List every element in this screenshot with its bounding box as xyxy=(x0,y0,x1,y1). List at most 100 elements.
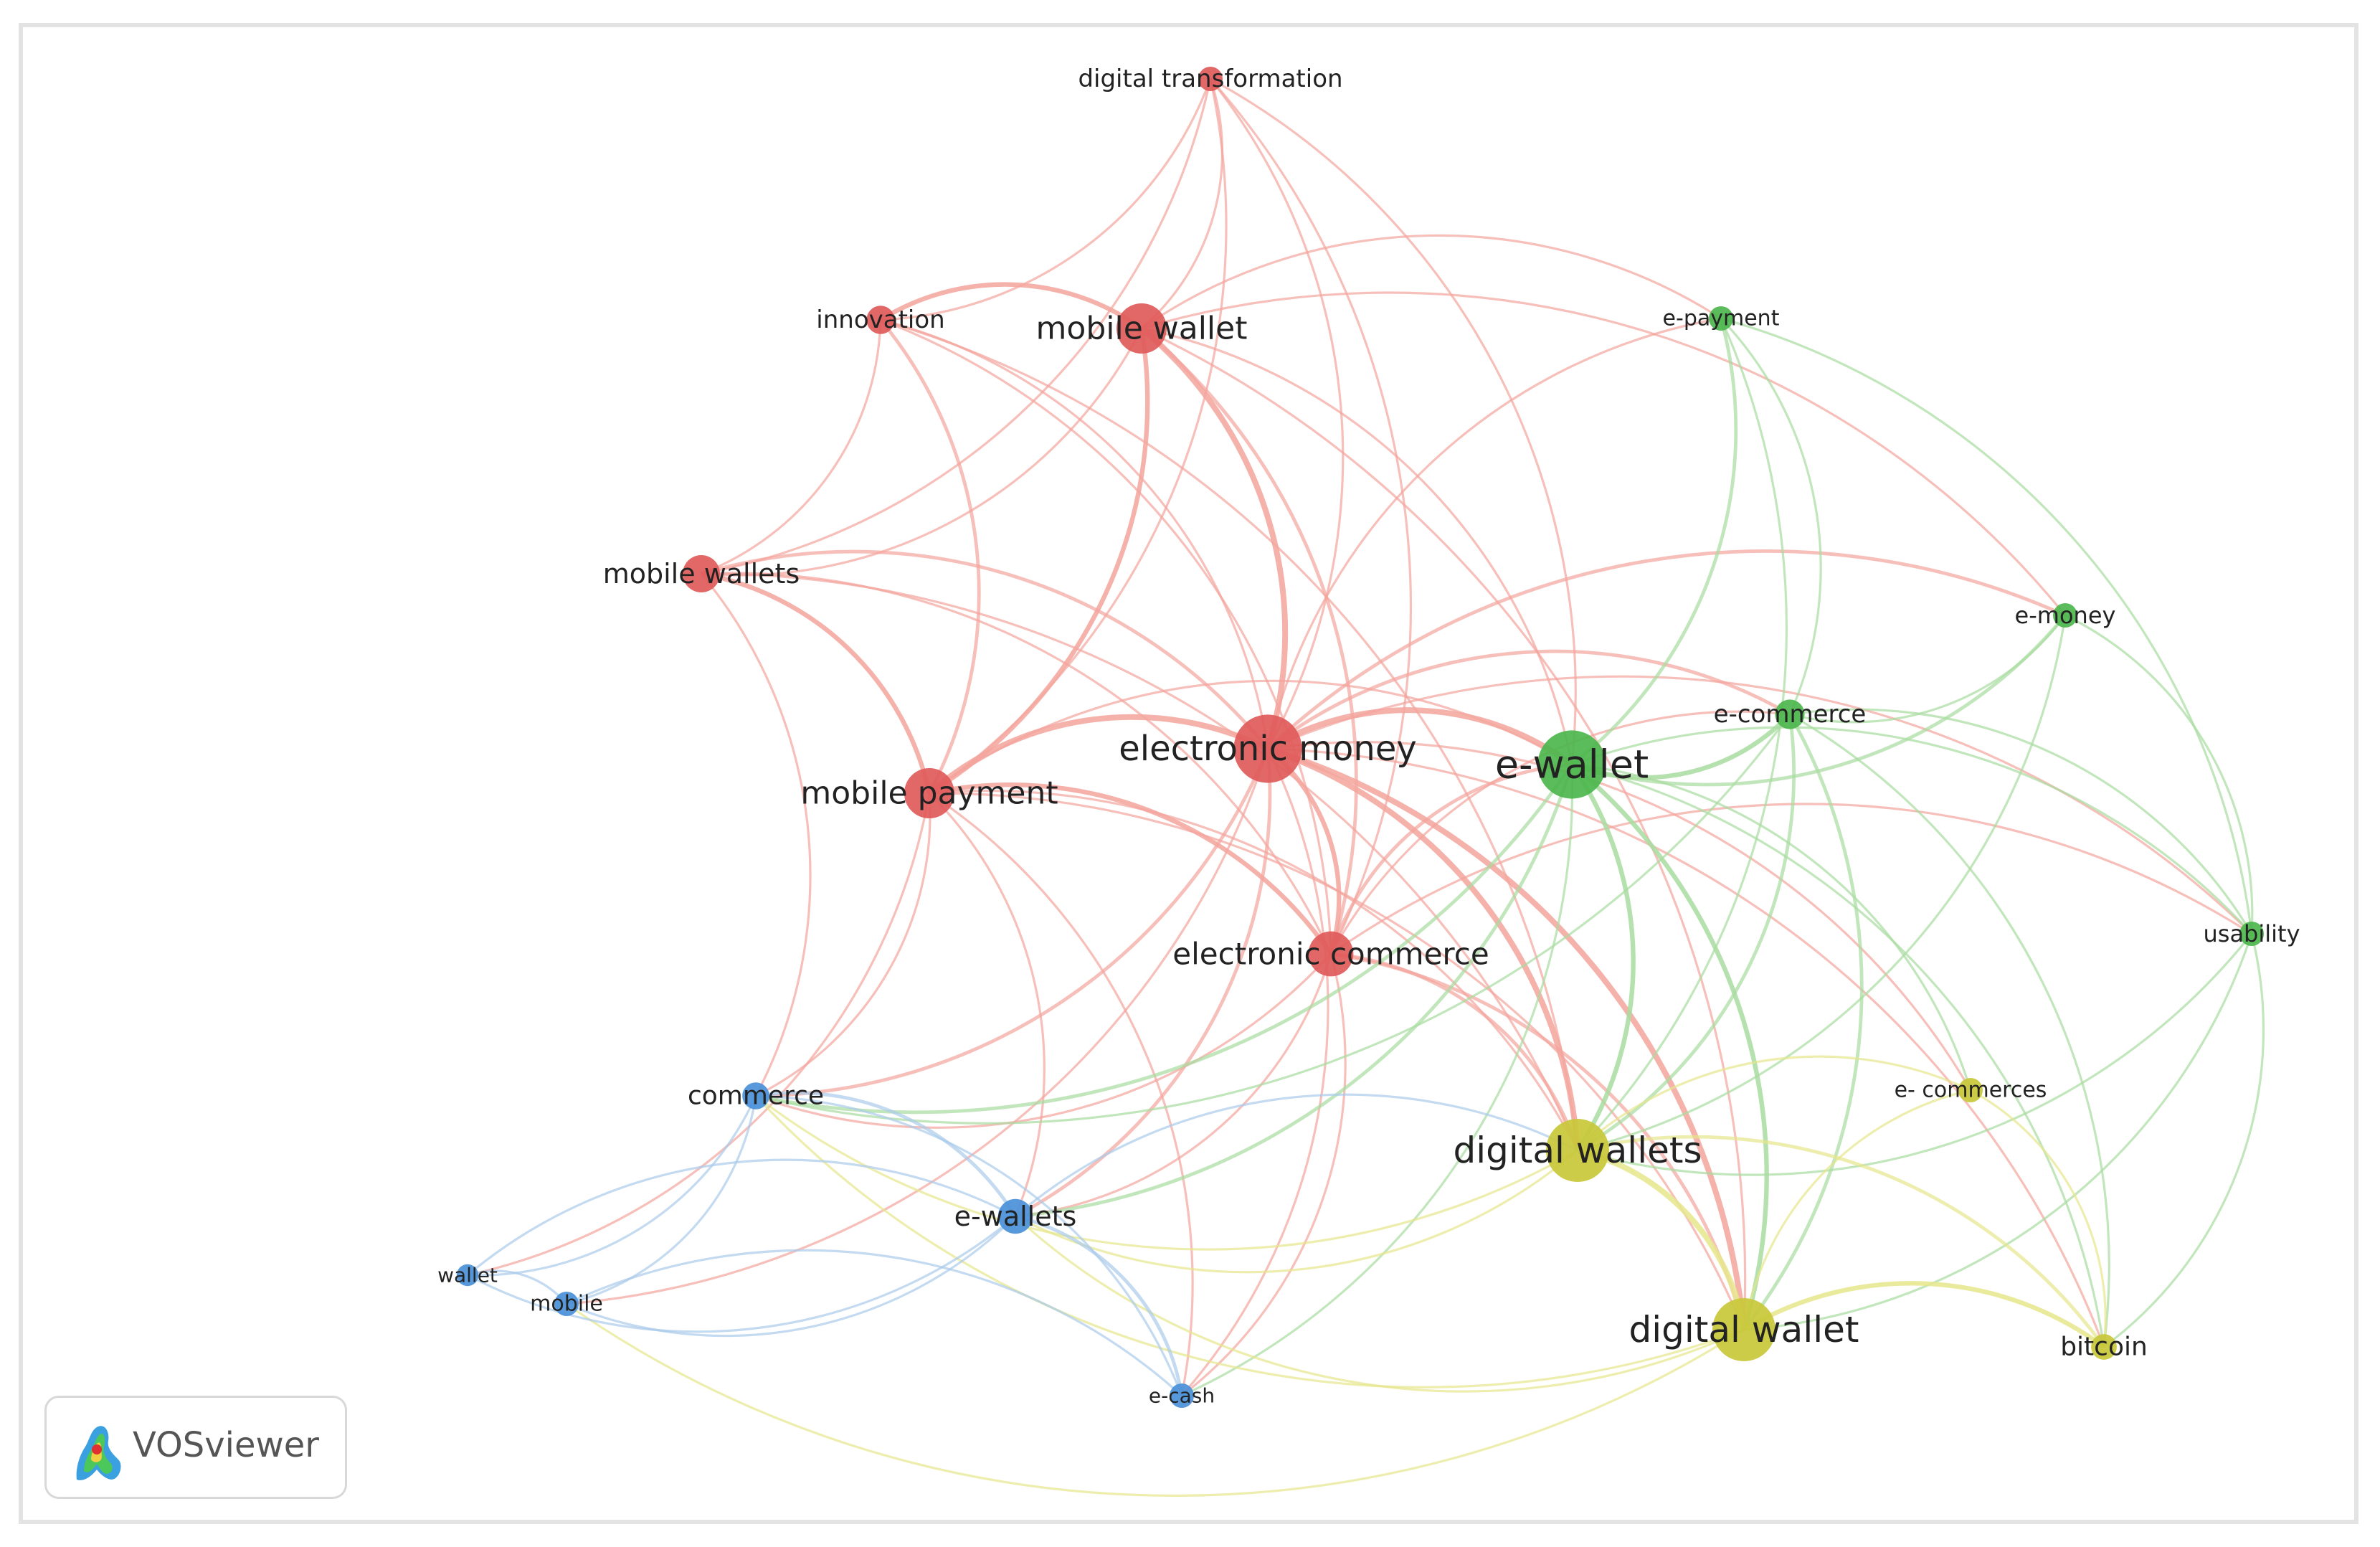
link-mobile_payment-e_cash xyxy=(929,792,1194,1396)
node-innovation[interactable] xyxy=(866,306,895,334)
link-mobile_wallet-e_wallet xyxy=(1141,327,1573,765)
link-wallet-mobile xyxy=(467,1269,568,1305)
link-commerce-e_cash xyxy=(755,1094,1183,1396)
link-electronic_money-usability xyxy=(1267,675,2253,935)
label-mobile-wallets: mobile wallets xyxy=(603,558,800,590)
link-mobile_wallets-electronic_money xyxy=(701,549,1269,750)
link-mobile_payment-e_wallets xyxy=(928,792,1046,1217)
label-e-wallets: e-wallets xyxy=(954,1201,1077,1232)
link-mobile_wallet-e_money xyxy=(1141,291,2067,617)
link-e_payment-digital_wallets xyxy=(1576,318,1788,1152)
node-mobile[interactable] xyxy=(554,1292,579,1316)
label-e-commerces: e- commerces xyxy=(1895,1078,2047,1103)
link-e_wallet-commerce xyxy=(755,763,1573,1115)
link-digital_wallets-commerce xyxy=(755,1094,1578,1251)
node-digital-wallet[interactable] xyxy=(1712,1298,1775,1361)
link-e_wallet-e_cash xyxy=(1181,764,1574,1397)
node-e-cash[interactable] xyxy=(1170,1383,1194,1408)
link-electronic_money-e_wallets xyxy=(1014,748,1272,1219)
link-e_money-e_wallet xyxy=(1571,614,2067,787)
link-e_payment-e_wallet xyxy=(1570,318,1738,766)
label-mobile-wallet: mobile wallet xyxy=(1036,311,1248,347)
node-digital-transformation[interactable] xyxy=(1198,67,1223,91)
node-electronic-money[interactable] xyxy=(1233,714,1302,783)
node-e-money[interactable] xyxy=(2053,603,2077,628)
label-digital-transformation: digital transformation xyxy=(1078,65,1342,93)
vosviewer-logo: VOSviewer xyxy=(44,1396,347,1499)
label-e-wallet: e-wallet xyxy=(1495,742,1649,787)
link-electronic_commerce-e_wallets xyxy=(1015,953,1332,1218)
link-mobile_wallet-electronic_money xyxy=(1139,326,1289,750)
link-mobile_wallet-e_payment xyxy=(1141,234,1722,330)
link-wallet-e_wallets xyxy=(466,1158,1016,1277)
link-mobile_wallet-mobile_payment xyxy=(928,328,1150,795)
link-electronic_commerce-e_cash xyxy=(1181,953,1347,1397)
link-e_wallet-e_wallets xyxy=(1015,764,1574,1219)
link-electronic_money-e_wallet xyxy=(1266,707,1574,767)
node-usability[interactable] xyxy=(2239,922,2264,946)
label-digital-wallet: digital wallet xyxy=(1629,1309,1859,1350)
node-mobile-wallet[interactable] xyxy=(1116,303,1167,354)
link-e_wallets-digital_wallets xyxy=(1014,1093,1578,1218)
link-digital_transformation-mobile_wallets xyxy=(701,78,1212,575)
link-innovation-digital_wallets xyxy=(880,318,1579,1151)
link-e_commerce-digital_wallets xyxy=(1576,714,1796,1153)
link-digital_wallet-mobile xyxy=(566,1302,1745,1497)
link-innovation-mobile_wallet xyxy=(879,282,1143,331)
label-digital-wallets: digital wallets xyxy=(1453,1130,1702,1171)
link-electronic_money-digital_wallet xyxy=(1266,746,1747,1330)
link-digital_wallets-e_commerces xyxy=(1576,1055,1971,1152)
label-mobile: mobile xyxy=(530,1292,603,1317)
node-wallet[interactable] xyxy=(456,1264,479,1287)
link-innovation-mobile_payment xyxy=(879,318,981,795)
label-e-money: e-money xyxy=(2015,602,2116,629)
link-e_money-e_commerce xyxy=(1789,615,2067,724)
link-digital_wallet-commerce xyxy=(754,1094,1745,1388)
link-e_money-digital_wallets xyxy=(1577,615,2067,1152)
link-digital_transformation-e_wallet xyxy=(1210,77,1577,765)
link-innovation-mobile_wallets xyxy=(701,319,882,575)
node-e-wallet[interactable] xyxy=(1537,730,1606,799)
link-mobile_payment-electronic_money xyxy=(927,714,1269,796)
node-e-commerce[interactable] xyxy=(1775,699,1805,729)
link-e_payment-e_commerce xyxy=(1720,317,1822,715)
node-electronic-commerce[interactable] xyxy=(1308,931,1354,977)
link-electronic_money-digital_wallets xyxy=(1266,746,1580,1151)
link-e_money-usability xyxy=(2064,614,2254,935)
label-e-cash: e-cash xyxy=(1149,1384,1215,1408)
node-bitcoin[interactable] xyxy=(2091,1334,2117,1360)
link-digital_wallets-digital_wallet xyxy=(1577,1148,1747,1330)
link-e_commerce-bitcoin xyxy=(1789,713,2110,1348)
link-electronic_money-e_commerce xyxy=(1266,649,1791,750)
link-electronic_money-e_commerces xyxy=(1267,741,1972,1091)
node-commerce[interactable] xyxy=(742,1082,769,1110)
link-mobile_wallet-mobile_wallets xyxy=(701,328,1143,577)
link-e_wallets-mobile xyxy=(566,1215,1017,1338)
label-usability: usability xyxy=(2203,920,2300,947)
link-electronic_commerce-usability xyxy=(1330,803,2252,955)
label-e-payment: e-payment xyxy=(1663,306,1780,331)
node-e-payment[interactable] xyxy=(1709,306,1733,331)
link-e_wallet-bitcoin xyxy=(1571,763,2105,1348)
link-digital_transformation-innovation xyxy=(880,78,1212,321)
link-e_wallet-digital_wallets xyxy=(1570,763,1636,1152)
node-mobile-payment[interactable] xyxy=(904,768,954,818)
node-e-wallets[interactable] xyxy=(997,1198,1033,1234)
label-mobile-payment: mobile payment xyxy=(800,775,1058,812)
label-commerce: commerce xyxy=(688,1082,824,1111)
label-bitcoin: bitcoin xyxy=(2060,1333,2148,1362)
link-electronic_commerce-e_wallet xyxy=(1329,762,1573,955)
link-e_commerce-commerce xyxy=(755,714,1791,1125)
link-commerce-e_wallets xyxy=(755,1091,1018,1218)
node-mobile-wallets[interactable] xyxy=(683,555,720,592)
link-digital_wallet-bitcoin xyxy=(1743,1281,2105,1349)
edge-layer xyxy=(466,77,2265,1497)
link-digital_wallets-e_wallets xyxy=(1015,1149,1579,1274)
link-digital_transformation-mobile_wallet xyxy=(1140,78,1224,330)
node-e-commerces[interactable] xyxy=(1958,1078,1983,1102)
vosviewer-logo-icon xyxy=(76,1426,121,1480)
node-digital-wallets[interactable] xyxy=(1546,1119,1609,1182)
link-usability-digital_wallets xyxy=(1577,933,2253,1176)
